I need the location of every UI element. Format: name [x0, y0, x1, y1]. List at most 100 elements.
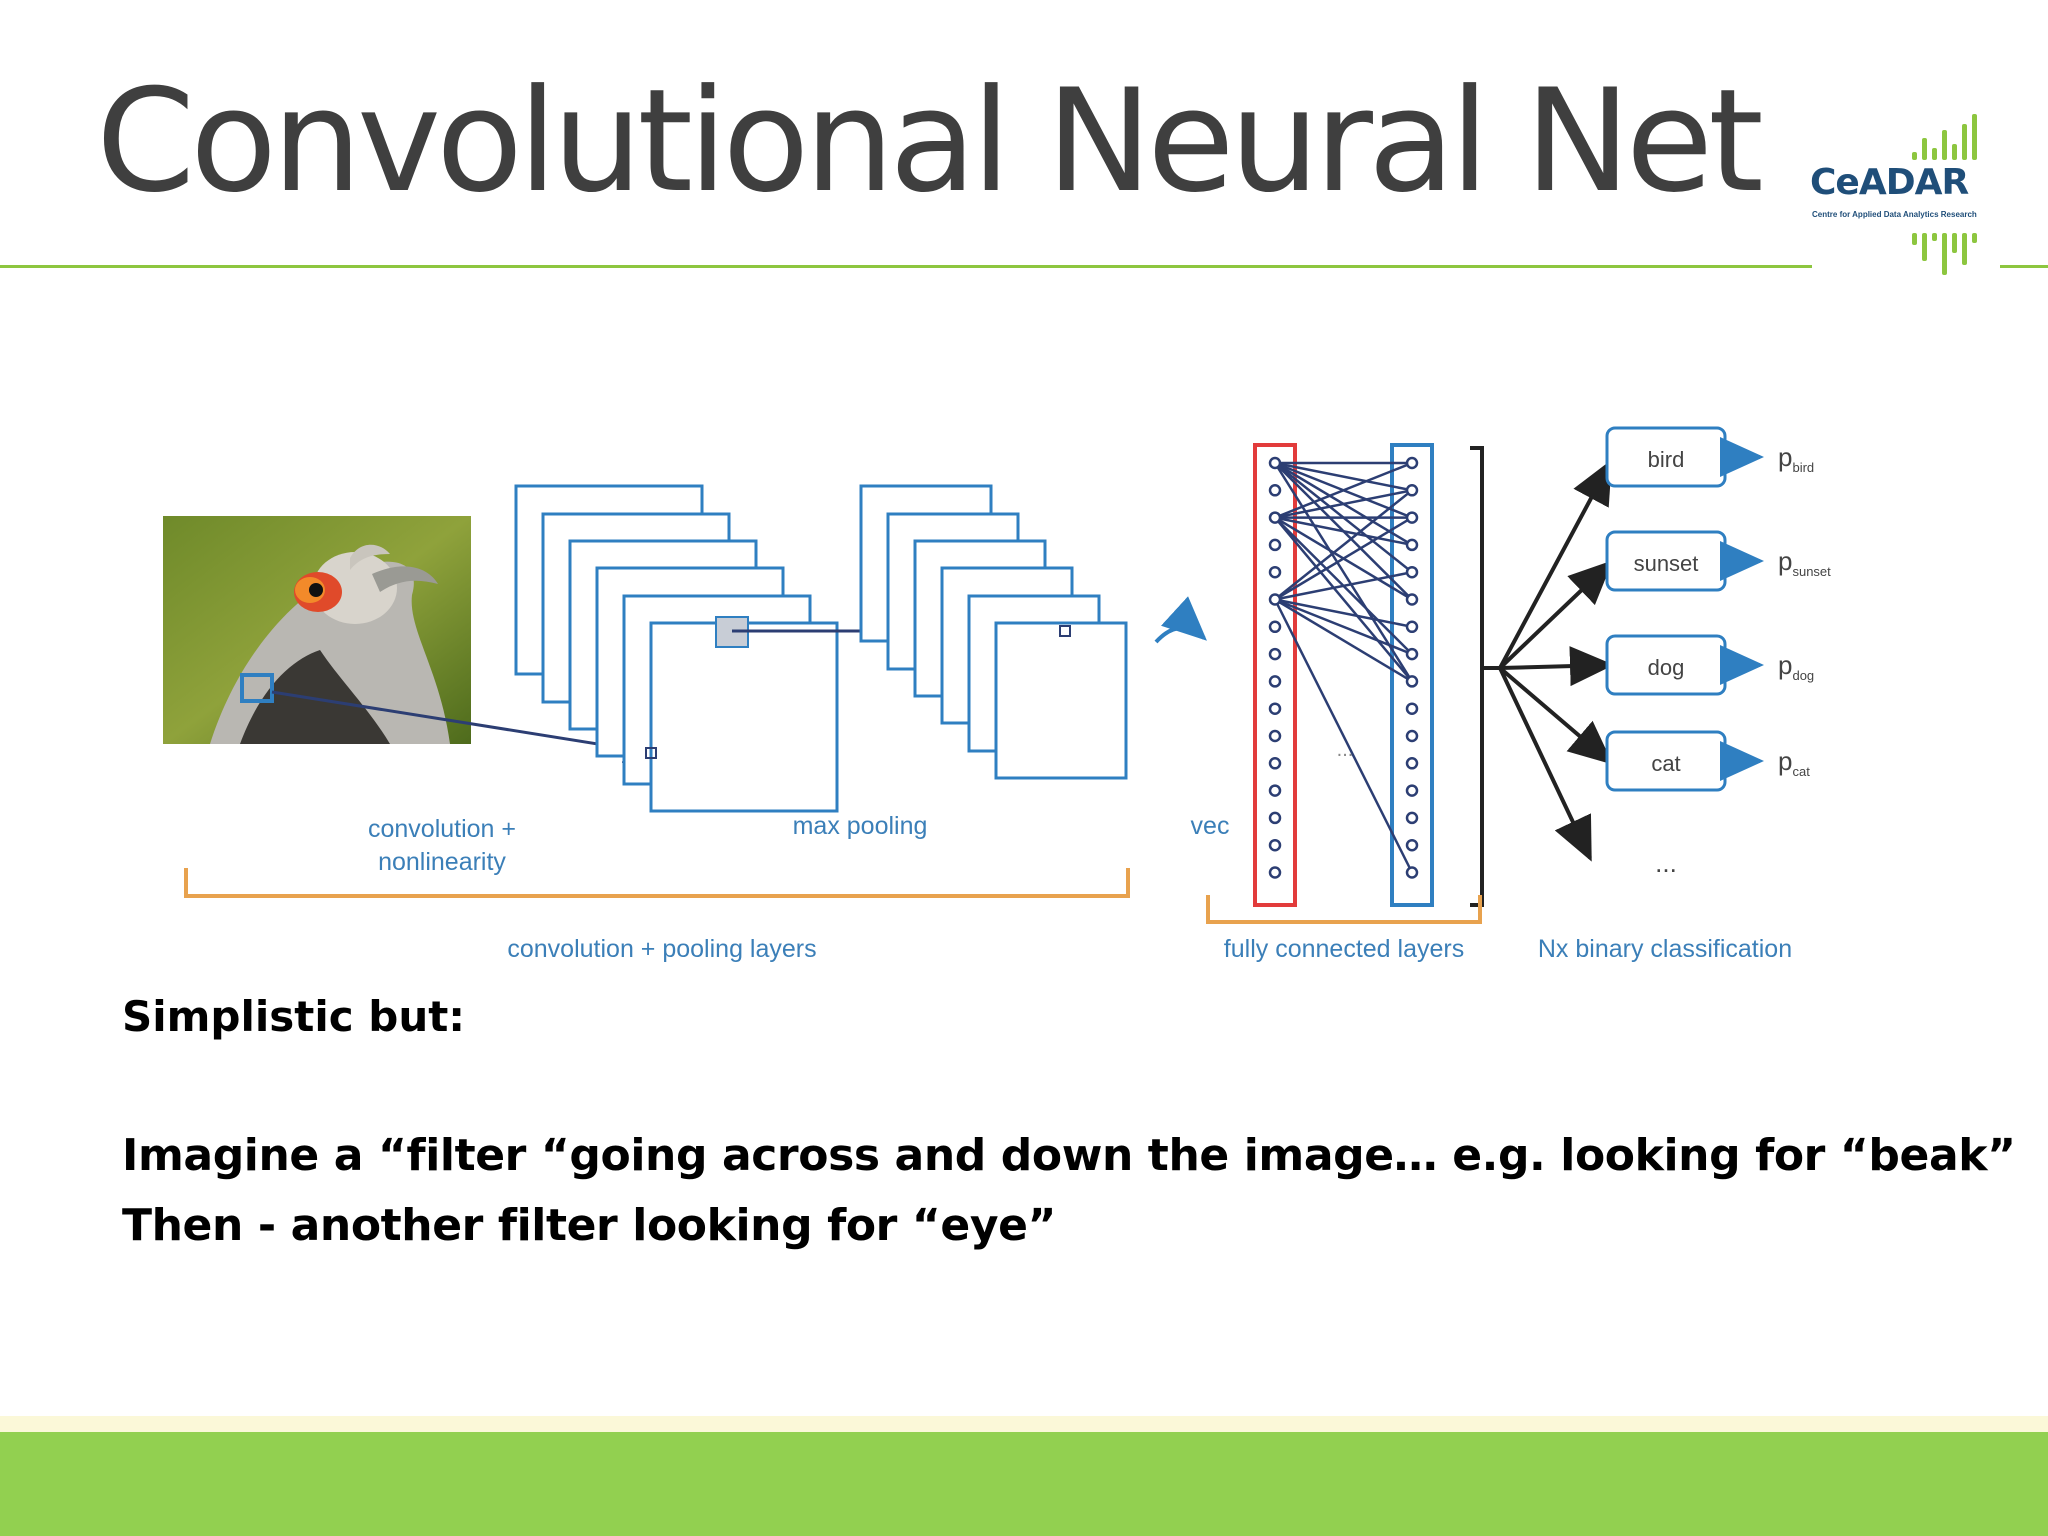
- svg-text:pdog: pdog: [1778, 650, 1814, 683]
- neuron: [1405, 538, 1419, 552]
- label-vec: vec: [1191, 812, 1230, 840]
- neuron: [1268, 702, 1282, 715]
- neuron: [1405, 729, 1419, 743]
- fc-connection-line: [1274, 570, 1413, 601]
- fc-connection-line: [1274, 489, 1413, 519]
- cnn-diagram-svg: bird pbird sunset psunset dog pdog cat: [163, 426, 1831, 963]
- fc-bracket: [1470, 446, 1484, 907]
- neuron: [1268, 593, 1282, 606]
- neuron: [1405, 675, 1419, 688]
- neuron: [1405, 511, 1419, 524]
- fc-connection-line: [1274, 598, 1413, 629]
- footer-band: [0, 1432, 2048, 1536]
- ceadar-logo: CeADAR Centre for Applied Data Analytics…: [1800, 100, 2010, 290]
- input-bird-image: [163, 516, 471, 744]
- neuron: [1405, 456, 1419, 470]
- pool-output-cell: [1059, 625, 1071, 637]
- class-label: cat: [1651, 751, 1680, 776]
- footer-highlight: [0, 1416, 2048, 1432]
- fc-connection-line: [1274, 516, 1413, 601]
- label-convolution: convolution +: [368, 815, 516, 843]
- body-line-1: Imagine a “filter “going across and down…: [122, 1130, 2016, 1181]
- class-dog: dog pdog: [1605, 634, 1814, 696]
- prob-main: p: [1778, 650, 1792, 680]
- prob-sub: sunset: [1792, 564, 1831, 579]
- neuron: [1268, 456, 1282, 470]
- class-label: bird: [1648, 447, 1685, 472]
- class-label: sunset: [1634, 551, 1699, 576]
- fc-connection-line: [1274, 598, 1413, 656]
- input-filter-window: [240, 673, 274, 703]
- title-divider-right: [2000, 265, 2048, 268]
- prob-sub: bird: [1792, 460, 1814, 475]
- class-sunset: sunset psunset: [1605, 530, 1831, 592]
- neuron: [1405, 757, 1419, 770]
- neuron: [1268, 565, 1282, 579]
- prob-sub: dog: [1792, 668, 1814, 683]
- fc-connection-line: [1273, 598, 1414, 874]
- conv-feature-maps: [514, 484, 839, 813]
- vec-neurons: [1268, 456, 1282, 879]
- class-bird: bird pbird: [1605, 426, 1814, 488]
- body-line-2: Then - another filter looking for “eye”: [122, 1200, 1057, 1251]
- output-ellipsis: ...: [1655, 848, 1677, 878]
- logo-tagline: Centre for Applied Data Analytics Resear…: [1812, 210, 1977, 219]
- label-fully-connected: fully connected layers: [1224, 935, 1464, 963]
- classification-arrows: [1484, 459, 1614, 862]
- neuron: [1268, 675, 1282, 688]
- prob-sub: cat: [1792, 764, 1810, 779]
- label-max-pooling: max pooling: [793, 812, 928, 840]
- hidden-column: [1390, 443, 1434, 907]
- neuron: [1268, 484, 1282, 497]
- svg-text:psunset: psunset: [1778, 546, 1831, 579]
- label-binary-classification: Nx binary classification: [1538, 935, 1792, 963]
- neuron: [1405, 838, 1419, 852]
- vec-column: [1253, 443, 1297, 907]
- neuron: [1268, 811, 1282, 825]
- neuron: [1268, 838, 1282, 852]
- neuron: [1268, 866, 1282, 879]
- fc-connection-line: [1274, 598, 1413, 683]
- neuron: [1405, 784, 1419, 797]
- body-lead: Simplistic but:: [122, 992, 466, 1041]
- neuron: [1268, 511, 1282, 524]
- neuron: [1405, 702, 1419, 715]
- neuron: [1405, 565, 1419, 579]
- prob-main: p: [1778, 746, 1792, 776]
- hidden-ellipsis: ...: [1337, 739, 1354, 761]
- fc-connections: [1273, 461, 1414, 874]
- fc-connection-line: [1274, 489, 1413, 601]
- class-cat: cat pcat: [1605, 730, 1810, 792]
- hidden-neurons: [1405, 456, 1419, 879]
- pooled-feature-maps: [859, 484, 1128, 780]
- conv-output-cell: [645, 747, 657, 759]
- neuron: [1268, 757, 1282, 770]
- fc-bracket-orange: [1206, 895, 1482, 924]
- flatten-arrow-icon: [1154, 596, 1207, 644]
- neuron: [1405, 484, 1419, 497]
- logo-bars-icon: [1912, 114, 1977, 275]
- neuron: [1405, 866, 1419, 879]
- svg-text:pbird: pbird: [1778, 442, 1814, 475]
- slide-title: Convolutional Neural Net: [96, 59, 1764, 224]
- fc-connection-line: [1274, 461, 1413, 519]
- conv-arrow: [271, 690, 654, 764]
- logo-wordmark: CeADAR: [1810, 162, 1969, 203]
- label-nonlinearity: nonlinearity: [378, 848, 506, 876]
- neuron: [1405, 811, 1419, 825]
- label-conv-pool-layers: convolution + pooling layers: [507, 935, 816, 963]
- neuron: [1268, 620, 1282, 634]
- prob-main: p: [1778, 442, 1792, 472]
- class-label: dog: [1648, 655, 1685, 680]
- title-divider: [0, 265, 1812, 268]
- neuron: [1405, 620, 1419, 634]
- neuron: [1268, 538, 1282, 552]
- neuron: [1405, 647, 1419, 661]
- neuron: [1268, 729, 1282, 743]
- prob-main: p: [1778, 546, 1792, 576]
- svg-text:pcat: pcat: [1778, 746, 1810, 779]
- neuron: [1268, 647, 1282, 661]
- neuron: [1405, 593, 1419, 606]
- fc-connection-line: [1274, 516, 1413, 683]
